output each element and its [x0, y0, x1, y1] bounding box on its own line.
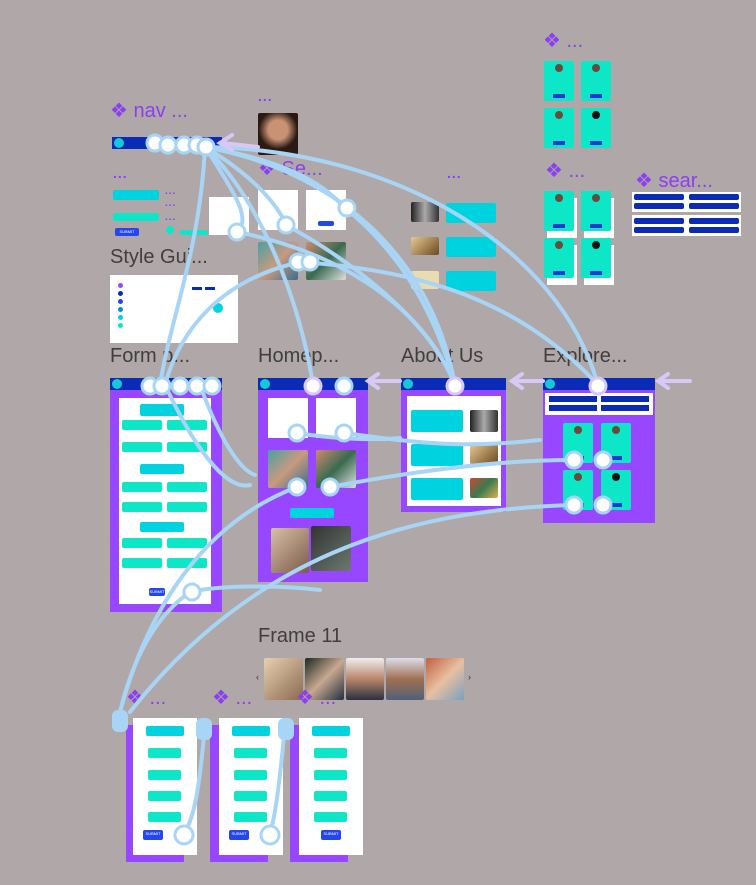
- search-component-label[interactable]: ❖ sear...: [635, 170, 713, 192]
- radio-component[interactable]: [166, 226, 174, 234]
- component-label[interactable]: ...: [113, 165, 128, 181]
- component-icon: ❖: [296, 687, 320, 709]
- input-component[interactable]: [113, 213, 159, 221]
- about-text-block: [446, 203, 496, 223]
- component-label[interactable]: ...: [165, 186, 177, 197]
- component-icon: ❖: [635, 170, 659, 192]
- style-guide-frame[interactable]: [110, 275, 238, 343]
- submit-button[interactable]: SUBMIT: [321, 830, 341, 840]
- about-text-block: [446, 237, 496, 257]
- about-page-frame[interactable]: [401, 378, 506, 512]
- tutor-card[interactable]: [581, 61, 611, 101]
- submit-button-component[interactable]: SUBMIT: [115, 228, 139, 236]
- tutor-card[interactable]: [581, 108, 611, 148]
- frame-label-home[interactable]: Homep...: [258, 345, 340, 367]
- component-icon: ❖: [126, 687, 150, 709]
- card-component-label[interactable]: ❖ ...: [545, 160, 586, 182]
- frame-label-frame11[interactable]: Frame 11: [258, 625, 343, 647]
- card-component-label[interactable]: ❖ ...: [543, 30, 584, 52]
- nav-component-label[interactable]: ❖ nav ...: [110, 100, 188, 122]
- submit-button[interactable]: SUBMIT: [143, 830, 163, 840]
- carousel-photo[interactable]: [264, 658, 303, 700]
- component-icon: ❖: [110, 100, 134, 122]
- frame-label-style-guide[interactable]: Style Gui...: [110, 246, 208, 268]
- carousel-photo[interactable]: [346, 658, 384, 700]
- carousel-photo[interactable]: [426, 658, 464, 700]
- carousel-next-button[interactable]: ›: [468, 672, 471, 682]
- carousel-photo[interactable]: [305, 658, 344, 700]
- component-label[interactable]: ...: [165, 212, 177, 223]
- tutor-card[interactable]: [581, 238, 611, 278]
- component-icon: ❖: [545, 160, 569, 182]
- tutor-card[interactable]: [544, 191, 574, 231]
- component-label[interactable]: ...: [258, 88, 273, 104]
- component-label[interactable]: ...: [447, 165, 462, 181]
- tutor-card[interactable]: [544, 108, 574, 148]
- form-step-component[interactable]: SUBMIT: [299, 718, 363, 855]
- form-step-component[interactable]: SUBMIT: [133, 718, 197, 855]
- form-component-label[interactable]: ❖ ...: [296, 687, 337, 709]
- tutor-card[interactable]: [544, 238, 574, 278]
- logo-icon: [114, 138, 124, 148]
- submit-button[interactable]: SUBMIT: [149, 588, 165, 596]
- frame-label-form[interactable]: Form p...: [110, 345, 191, 367]
- input-component[interactable]: [113, 190, 159, 200]
- component-icon: ❖: [543, 30, 567, 52]
- tutor-card[interactable]: [544, 61, 574, 101]
- portrait-image[interactable]: [258, 113, 298, 155]
- tutor-card[interactable]: [581, 191, 611, 231]
- form-component-label[interactable]: ❖ ...: [212, 687, 253, 709]
- submit-button[interactable]: SUBMIT: [229, 830, 249, 840]
- carousel-prev-button[interactable]: ‹: [256, 672, 259, 682]
- form-page-frame[interactable]: SUBMIT: [110, 378, 222, 612]
- form-component-label[interactable]: ❖ ...: [126, 687, 167, 709]
- component-icon: ❖: [212, 687, 236, 709]
- carousel-photo[interactable]: [386, 658, 424, 700]
- about-image: [411, 237, 439, 255]
- about-text-block: [446, 271, 496, 291]
- about-image: [411, 202, 439, 222]
- search-component[interactable]: [632, 192, 741, 212]
- component-label[interactable]: ...: [165, 198, 177, 209]
- search-component[interactable]: [632, 215, 741, 236]
